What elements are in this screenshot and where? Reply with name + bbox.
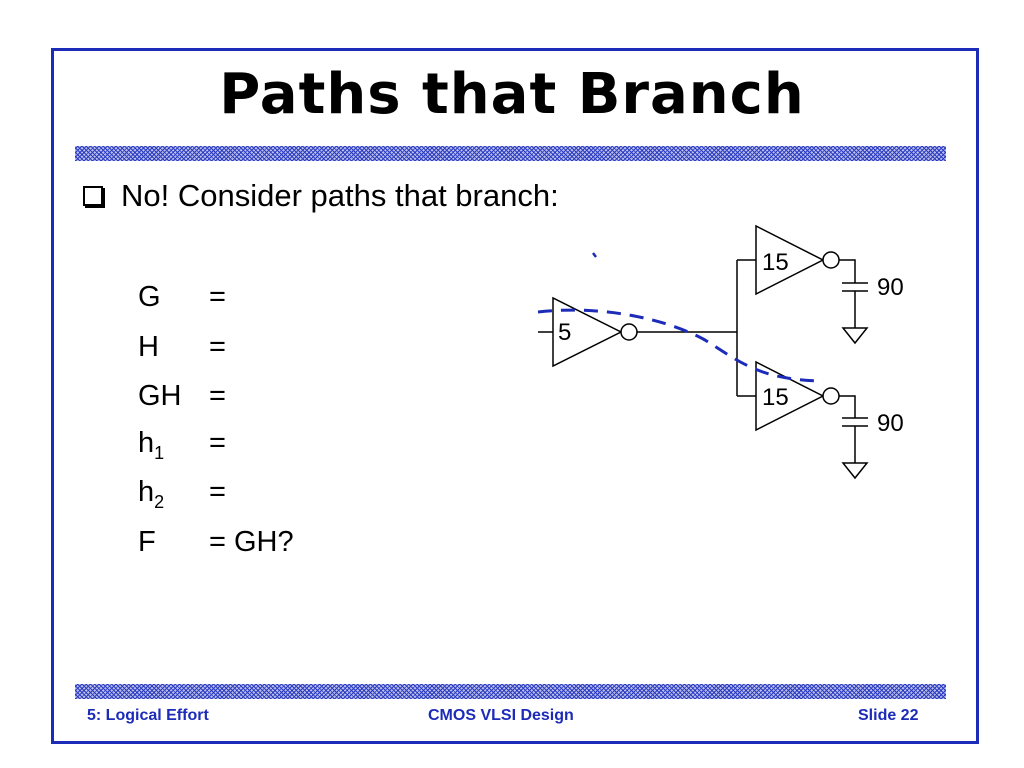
equation-variable: G — [138, 281, 161, 313]
equation-variable: h1 — [138, 427, 165, 463]
lower-gate-size-label: 15 — [762, 384, 789, 411]
equation-rhs: = — [209, 476, 226, 508]
lower-ground-icon — [841, 462, 869, 480]
slide-frame — [51, 48, 979, 744]
footer-divider-band — [75, 684, 946, 699]
upper-inverter-body — [755, 224, 825, 296]
footer-center: CMOS VLSI Design — [428, 707, 574, 724]
lower-load-label: 90 — [877, 410, 904, 437]
footer-left: 5: Logical Effort — [87, 707, 209, 724]
equation-rhs: = — [209, 380, 226, 412]
equation-rhs: = GH? — [209, 526, 294, 558]
checkbox-bullet-icon — [83, 186, 103, 206]
equation-variable: F — [138, 526, 156, 558]
upper-load-label: 90 — [877, 274, 904, 301]
input-inverter-body — [552, 296, 623, 368]
equation-variable: h2 — [138, 476, 165, 512]
upper-gate-size-label: 15 — [762, 249, 789, 276]
footer-slide-number: Slide 22 — [858, 707, 919, 724]
upper-ground-icon — [841, 327, 869, 345]
equation-variable: GH — [138, 380, 182, 412]
equation-rhs: = — [209, 427, 226, 459]
highlighted-path-dashed-line — [537, 308, 824, 383]
upper-output-wire — [839, 259, 856, 283]
lower-output-wire — [839, 395, 856, 418]
pen-mark — [592, 252, 597, 258]
equation-rhs: = — [209, 331, 226, 363]
input-inverter-bubble — [620, 323, 638, 341]
lower-inverter-bubble — [822, 387, 840, 405]
slide-title: Paths that Branch — [219, 62, 805, 127]
title-divider-band — [75, 146, 946, 161]
equation-variable: H — [138, 331, 159, 363]
bullet-item: No! Consider paths that branch: — [83, 178, 559, 214]
equation-rhs: = — [209, 281, 226, 313]
bullet-text: No! Consider paths that branch: — [121, 178, 559, 213]
input-gate-size-label: 5 — [558, 319, 571, 346]
upper-inverter-bubble — [822, 251, 840, 269]
